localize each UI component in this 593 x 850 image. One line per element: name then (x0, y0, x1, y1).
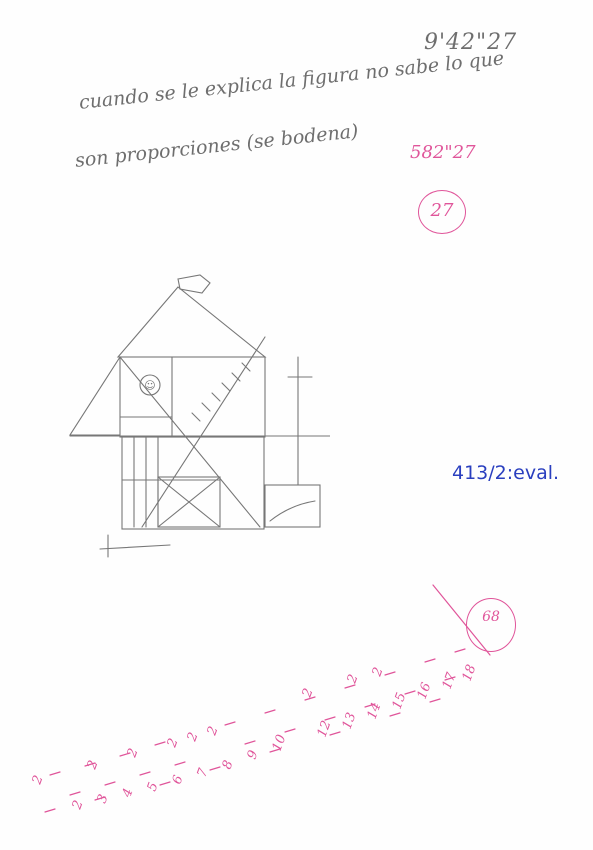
svg-text:2: 2 (69, 798, 86, 812)
svg-text:2: 2 (184, 730, 201, 744)
svg-text:4: 4 (119, 786, 136, 800)
pink-circle-annotation: 68 (466, 598, 516, 652)
svg-text:12: 12 (315, 719, 335, 740)
face-circle (139, 374, 161, 396)
svg-text:9: 9 (245, 748, 262, 761)
tally-row-1 (49, 648, 466, 776)
right-small-rectangle (264, 484, 321, 528)
inner-square (157, 476, 221, 528)
svg-text:17: 17 (440, 670, 460, 691)
svg-text:2: 2 (124, 746, 141, 760)
right-curve (269, 500, 316, 522)
pink-circle-value: 68 (482, 609, 500, 625)
score-circle: 27 (418, 190, 466, 234)
roof-triangle (116, 286, 267, 358)
figure-drawing: ☺ (68, 274, 330, 558)
svg-text:10: 10 (270, 733, 290, 754)
svg-text:5: 5 (145, 780, 162, 793)
score-circle-value: 27 (430, 200, 454, 221)
handwritten-note-line-2: son proporciones (se bodena) (74, 120, 360, 172)
bottom-cross-horizontal (99, 544, 171, 550)
ladder-hatching (191, 362, 251, 422)
svg-text:6: 6 (170, 773, 187, 786)
svg-text:2: 2 (299, 686, 316, 700)
time-annotation-pink: 582"27 (410, 142, 476, 163)
svg-text:7: 7 (195, 766, 212, 780)
lower-rectangle (121, 436, 265, 530)
svg-text:16: 16 (415, 681, 435, 702)
tally-row-2 (69, 676, 456, 796)
upper-rectangle (119, 356, 266, 438)
pink-tally-marks: 2 2 2 2 2 2 2 2 2 2 3 4 5 6 7 8 9 10 12 … (29, 584, 491, 813)
svg-text:14: 14 (365, 701, 385, 722)
svg-text:13: 13 (340, 711, 360, 732)
svg-text:2: 2 (204, 724, 221, 738)
svg-text:2: 2 (164, 736, 181, 750)
diagonal-line-2 (141, 336, 266, 528)
time-annotation-top: 9'42"27 (424, 30, 518, 55)
svg-text:18: 18 (460, 663, 480, 684)
svg-text:3: 3 (95, 792, 112, 805)
handwritten-note-line-1: cuando se le explica la figura no sabe l… (78, 47, 506, 114)
svg-text:8: 8 (220, 758, 237, 771)
svg-text:2: 2 (369, 665, 386, 679)
svg-text:2: 2 (84, 758, 101, 772)
diagonal-line-1 (119, 356, 261, 528)
evaluation-annotation: 413/2:eval. (452, 462, 560, 484)
svg-text:2: 2 (344, 672, 361, 686)
face-icon: ☺ (144, 379, 155, 392)
svg-text:15: 15 (390, 691, 410, 712)
svg-text:2: 2 (29, 773, 46, 787)
tally-row-3 (44, 698, 441, 813)
flag-shape (177, 274, 211, 294)
left-triangle (68, 356, 121, 436)
